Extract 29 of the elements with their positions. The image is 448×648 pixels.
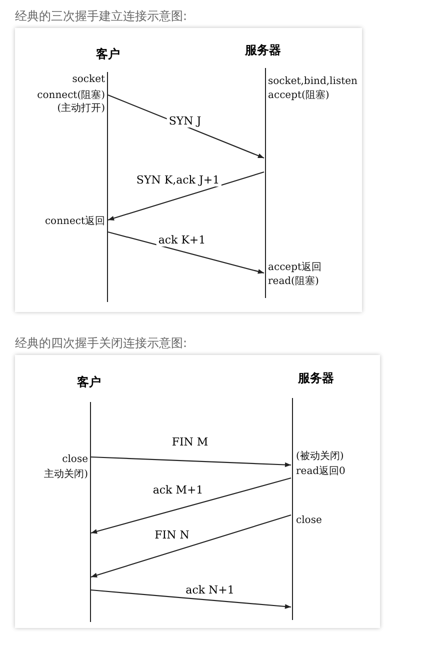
- side-note: socket,bind,listen: [268, 76, 358, 88]
- caption-text: 经典的四次握手关闭连接示意图:: [15, 335, 188, 352]
- arrow: [108, 231, 264, 274]
- edge-label: SYN K,ack J+1: [134, 174, 222, 186]
- side-note: (被动关闭): [296, 451, 344, 463]
- arrow: [90, 589, 292, 609]
- arrow: [90, 477, 292, 534]
- side-note: read(阻塞): [268, 276, 319, 288]
- edge-label: SYN J: [166, 114, 204, 128]
- caption-text: 经典的三次握手建立连接示意图:: [15, 8, 188, 25]
- side-note: close: [296, 515, 322, 527]
- participant-label: 服务器: [245, 42, 281, 59]
- participant-label: 服务器: [298, 370, 334, 387]
- side-note: read返回0: [296, 466, 346, 478]
- arrow: [90, 456, 292, 468]
- side-note: close: [62, 454, 88, 466]
- edge-label: FIN N: [152, 528, 192, 542]
- side-note: connect返回: [44, 216, 105, 228]
- participant-label: 客户: [96, 46, 120, 63]
- edge-label: FIN M: [170, 436, 210, 448]
- arrow: [90, 514, 292, 578]
- side-note: connect(阻塞): [37, 90, 105, 102]
- participant-label: 客户: [77, 374, 101, 391]
- side-note: 主动关闭): [44, 469, 88, 481]
- side-note: accept返回: [268, 262, 322, 274]
- side-note: (主动打开): [57, 103, 105, 115]
- side-note: socket: [72, 74, 105, 86]
- side-note: accept(阻塞): [268, 90, 330, 102]
- arrow: [108, 171, 264, 221]
